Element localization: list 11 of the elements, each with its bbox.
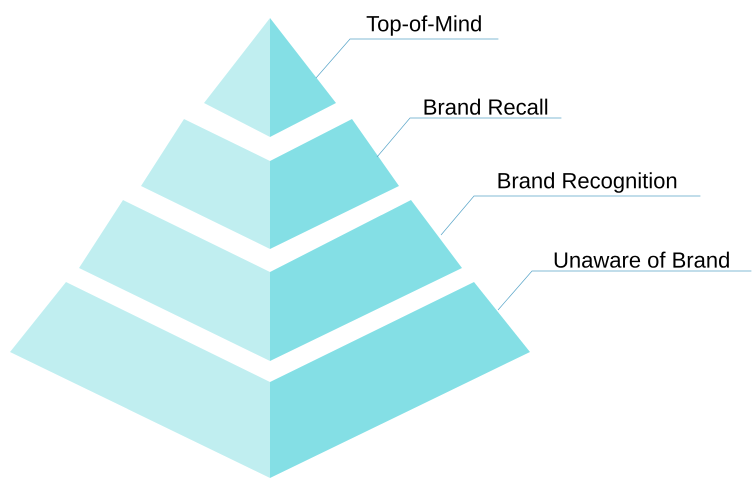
pyramid-tier bbox=[79, 200, 462, 361]
leader-line bbox=[498, 270, 752, 310]
leader-line bbox=[316, 38, 499, 78]
tier-label: Brand Recognition bbox=[498, 172, 676, 193]
pyramid-tier bbox=[10, 282, 530, 478]
tier-label: Brand Recall bbox=[424, 98, 548, 115]
pyramid-tier bbox=[204, 18, 336, 137]
pyramid-tier bbox=[141, 119, 399, 249]
leader-line bbox=[440, 196, 701, 236]
tier-label: Unaware of Brand bbox=[554, 252, 729, 268]
tier-label: Top-of-Mind bbox=[366, 15, 481, 36]
